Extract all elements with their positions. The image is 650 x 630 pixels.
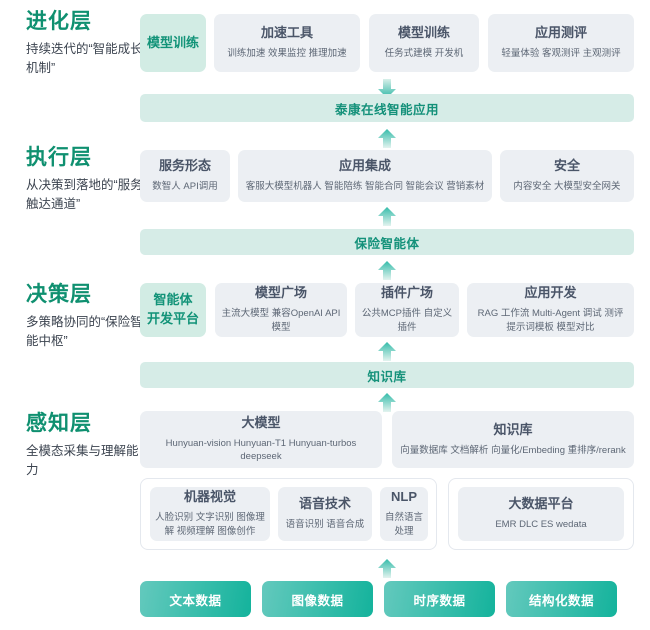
card-subtitle: Hunyuan-vision Hunyuan-T1 Hunyuan-turbos… — [165, 437, 357, 463]
card-title: 知识库 — [493, 421, 533, 437]
layer-label-execution: 执行层 从决策到落地的“服务触达通道” — [26, 146, 144, 215]
card-title: 应用测评 — [534, 25, 587, 41]
card-title: 加速工具 — [260, 25, 313, 41]
arrow-up-icon — [374, 204, 400, 230]
card-subtitle: 数智人 API调用 — [152, 181, 218, 193]
layer-title: 感知层 — [26, 412, 92, 435]
arrow-down-icon — [374, 76, 400, 102]
arrow-up-icon — [374, 258, 400, 284]
layer-label-decision: 决策层 多策略协同的“保险智能中枢” — [26, 283, 144, 352]
card-title: 大模型 — [241, 414, 281, 430]
card-title: 模型训练 — [397, 25, 450, 41]
layer-title: 执行层 — [26, 146, 92, 169]
card-evolution-app-evaluation[interactable]: 应用测评 轻量体验 客观测评 主观测评 — [488, 14, 634, 72]
card-subtitle: EMR DLC ES wedata — [495, 519, 587, 531]
card-subtitle: 向量数据库 文档解析 向量化/Embeding 重排序/rerank — [400, 444, 626, 456]
card-title: 应用集成 — [338, 158, 391, 174]
card-subtitle: 公共MCP插件 自定义插件 — [361, 308, 453, 333]
card-title: 安全 — [553, 158, 580, 174]
layer-label-evolution: 进化层 持续迭代的“智能成长机制” — [26, 10, 144, 79]
arrow-up-icon — [374, 339, 400, 365]
card-perception-speech-technology[interactable]: 语音技术 语音识别 语音合成 — [278, 487, 372, 541]
chip-timeseries-data[interactable]: 时序数据 — [384, 581, 495, 617]
card-title: 模型广场 — [254, 285, 307, 301]
card-evolution-model-training[interactable]: 模型训练 任务式建模 开发机 — [369, 14, 479, 72]
card-execution-security[interactable]: 安全 内容安全 大模型安全网关 — [500, 150, 634, 202]
card-title: 应用开发 — [524, 285, 577, 301]
layer-subtitle: 多策略协同的“保险智能中枢” — [26, 315, 143, 349]
arrow-up-icon — [374, 126, 400, 152]
card-subtitle: 自然语言处理 — [385, 512, 424, 537]
card-subtitle: RAG 工作流 Multi-Agent 调试 测评 提示词模板 模型对比 — [477, 308, 624, 333]
layer-subtitle: 从决策到落地的“服务触达通道” — [26, 178, 143, 212]
card-title: 语音技术 — [298, 496, 351, 512]
card-evolution-acceleration-tools[interactable]: 加速工具 训练加速 效果监控 推理加速 — [214, 14, 360, 72]
card-subtitle: 主流大模型 兼容OpenAI API模型 — [221, 308, 341, 333]
card-subtitle: 客服大模型机器人 智能陪练 智能合同 智能会议 营销素材 — [245, 181, 485, 193]
card-title: 插件广场 — [380, 285, 433, 301]
card-subtitle: 任务式建模 开发机 — [384, 48, 464, 60]
card-decision-agent-dev-platform[interactable]: 智能体 开发平台 — [140, 283, 206, 337]
card-subtitle: 轻量体验 客观测评 主观测评 — [501, 48, 621, 60]
chip-structured-data[interactable]: 结构化数据 — [506, 581, 617, 617]
card-subtitle: 人脸识别 文字识别 图像理解 视频理解 图像创作 — [155, 512, 265, 537]
card-subtitle: 训练加速 效果监控 推理加速 — [227, 48, 347, 60]
layer-title: 决策层 — [26, 283, 92, 306]
card-title: 模型训练 — [146, 34, 199, 50]
card-perception-computer-vision[interactable]: 机器视觉 人脸识别 文字识别 图像理解 视频理解 图像创作 — [150, 487, 270, 541]
card-execution-app-integration[interactable]: 应用集成 客服大模型机器人 智能陪练 智能合同 智能会议 营销素材 — [238, 150, 492, 202]
card-perception-knowledge-base[interactable]: 知识库 向量数据库 文档解析 向量化/Embeding 重排序/rerank — [392, 411, 634, 468]
card-evolution-model-training-highlight[interactable]: 模型训练 — [140, 14, 206, 72]
card-decision-plugin-plaza[interactable]: 插件广场 公共MCP插件 自定义插件 — [355, 283, 459, 337]
card-title: 大数据平台 — [508, 496, 574, 512]
card-subtitle: 内容安全 大模型安全网关 — [513, 181, 621, 193]
bar-insurance-agent[interactable]: 保险智能体 — [140, 229, 634, 255]
layer-subtitle: 全模态采集与理解能力 — [26, 444, 139, 478]
layer-subtitle: 持续迭代的“智能成长机制” — [26, 42, 143, 76]
card-execution-service-form[interactable]: 服务形态 数智人 API调用 — [140, 150, 230, 202]
layer-title: 进化层 — [26, 10, 92, 33]
card-title: 机器视觉 — [183, 489, 236, 505]
card-subtitle: 语音识别 语音合成 — [285, 519, 365, 531]
chip-text-data[interactable]: 文本数据 — [140, 581, 251, 617]
card-perception-large-model[interactable]: 大模型 Hunyuan-vision Hunyuan-T1 Hunyuan-tu… — [140, 411, 382, 468]
bar-taikang-online-ai-application[interactable]: 泰康在线智能应用 — [140, 94, 634, 122]
layer-label-perception: 感知层 全模态采集与理解能力 — [26, 412, 144, 481]
card-title: NLP — [391, 489, 417, 505]
card-decision-app-development[interactable]: 应用开发 RAG 工作流 Multi-Agent 调试 测评 提示词模板 模型对… — [467, 283, 634, 337]
arrow-up-icon — [374, 390, 400, 416]
card-perception-big-data-platform[interactable]: 大数据平台 EMR DLC ES wedata — [458, 487, 624, 541]
card-title: 智能体 开发平台 — [146, 292, 199, 326]
chip-image-data[interactable]: 图像数据 — [262, 581, 373, 617]
card-perception-nlp[interactable]: NLP 自然语言处理 — [380, 487, 428, 541]
arrow-up-icon — [374, 556, 400, 582]
bar-knowledge-base[interactable]: 知识库 — [140, 362, 634, 388]
card-decision-model-plaza[interactable]: 模型广场 主流大模型 兼容OpenAI API模型 — [215, 283, 347, 337]
card-title: 服务形态 — [158, 158, 211, 174]
